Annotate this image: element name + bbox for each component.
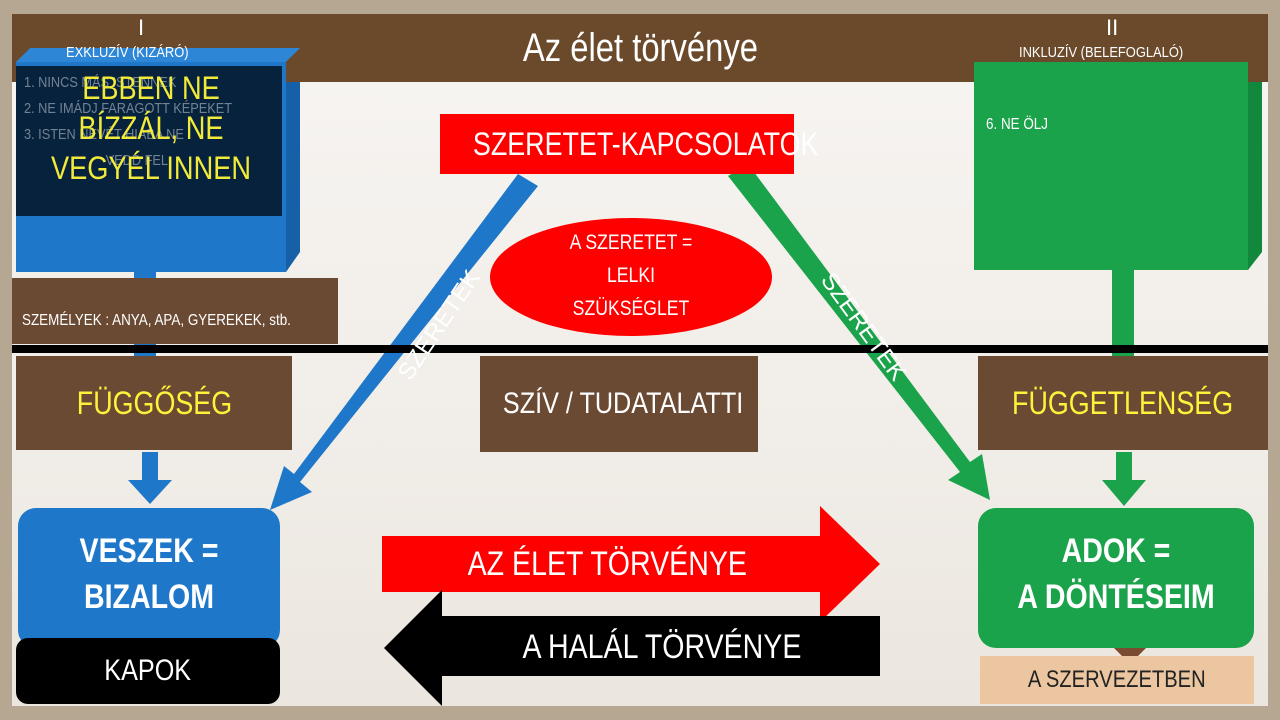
- left-overlay-text: EBBEN NE BÍZZÁL, NE VEGYÉL INNEN: [36, 68, 266, 188]
- commandment-1: 1. NINCS MÁS ISTENNEK: [24, 74, 177, 91]
- give-box: ADOK = A DÖNTÉSEIM: [978, 508, 1254, 648]
- death-arrow: [384, 590, 880, 706]
- life-arrow: [382, 506, 880, 622]
- dependence-text: FÜGGŐSÉG: [76, 385, 232, 421]
- heart-box: SZÍV / TUDATALATTI: [480, 356, 758, 452]
- heart-text: SZÍV / TUDATALATTI: [502, 387, 744, 420]
- commandment-3: 3. ISTEN NEVÉT HIÁBA NE: [24, 126, 184, 143]
- independence-box: FÜGGETLENSÉG: [978, 356, 1268, 450]
- right-box: [974, 62, 1248, 270]
- left-roman: I: [138, 15, 145, 40]
- commandments-list: 1. NINCS MÁS ISTENNEK 2. NE IMÁDJ FARAGO…: [24, 70, 232, 174]
- independence-text: FÜGGETLENSÉG: [1012, 385, 1234, 421]
- overlay-line-1: EBBEN NE: [82, 70, 220, 106]
- loved-right-label: SZERETEK: [815, 268, 911, 386]
- left-box-side: [286, 48, 300, 272]
- right-down-arrow: [1102, 452, 1146, 506]
- left-column-label: EXKLUZÍV (KIZÁRÓ): [66, 44, 189, 61]
- ellipse-line-2: LELKI: [606, 264, 656, 287]
- left-box-top: [16, 48, 300, 62]
- right-box-side: [1248, 48, 1262, 270]
- death-arrow-label: A HALÁL TÖRVÉNYE: [444, 622, 880, 672]
- diagram-shapes: SZERETEK SZERETEK: [12, 48, 1268, 706]
- life-law-text: AZ ÉLET TÖRVÉNYE: [467, 545, 747, 583]
- love-ellipse: [490, 218, 772, 336]
- life-arrow-label: AZ ÉLET TÖRVÉNYE: [394, 540, 820, 588]
- left-note-box: [16, 66, 282, 216]
- commandment-6: 6. NE ÖLJ: [986, 116, 1049, 133]
- give-line-2: A DÖNTÉSEIM: [1017, 578, 1215, 616]
- ellipse-line-1: A SZERETET =: [569, 231, 693, 254]
- take-line-1: VESZEK =: [79, 532, 219, 570]
- right-column-label: INKLUZÍV (BELEFOGLALÓ): [1019, 44, 1184, 61]
- relations-box: SZERETET-KAPCSOLATOK: [440, 114, 818, 174]
- organization-text: A SZERVEZETBEN: [1028, 666, 1206, 693]
- persons-box: SZEMÉLYEK : ANYA, APA, GYEREKEK, stb.: [12, 278, 338, 344]
- overlay-line-3: VEGYÉL INNEN: [50, 150, 252, 186]
- ellipse-text: A SZERETET = LELKI SZÜKSÉGLET: [492, 226, 770, 325]
- page-title: Az élet törvénye: [522, 26, 758, 70]
- receive-box: KAPOK: [16, 638, 280, 704]
- organization-box: A SZERVEZETBEN: [980, 656, 1254, 704]
- take-box: VESZEK = BIZALOM: [18, 508, 280, 648]
- take-line-2: BIZALOM: [83, 578, 215, 616]
- overlay-line-2: BÍZZÁL, NE: [78, 110, 224, 146]
- dependence-box: FÜGGŐSÉG: [16, 356, 292, 450]
- death-law-text: A HALÁL TÖRVÉNYE: [522, 628, 802, 666]
- relations-text: SZERETET-KAPCSOLATOK: [472, 126, 819, 162]
- commandment-3-tail: VEDD FEL: [105, 152, 168, 169]
- blue-diagonal-arrow: [270, 174, 538, 510]
- right-roman: II: [1106, 15, 1119, 40]
- slide: SZERETEK SZERETEK Az élet törvénye I II …: [12, 14, 1268, 706]
- divider-line: [12, 345, 1268, 353]
- right-commandment: 6. NE ÖLJ: [986, 116, 1060, 134]
- green-diagonal-arrow: [728, 164, 990, 500]
- give-line-1: ADOK =: [1061, 532, 1171, 570]
- receive-text: KAPOK: [104, 654, 192, 687]
- persons-text: SZEMÉLYEK : ANYA, APA, GYEREKEK, stb.: [22, 312, 291, 329]
- right-connector-top: [1112, 270, 1134, 356]
- commandment-2: 2. NE IMÁDJ FARAGOTT KÉPEKET: [24, 100, 233, 117]
- ellipse-line-3: SZÜKSÉGLET: [572, 297, 690, 320]
- left-down-arrow: [128, 452, 172, 504]
